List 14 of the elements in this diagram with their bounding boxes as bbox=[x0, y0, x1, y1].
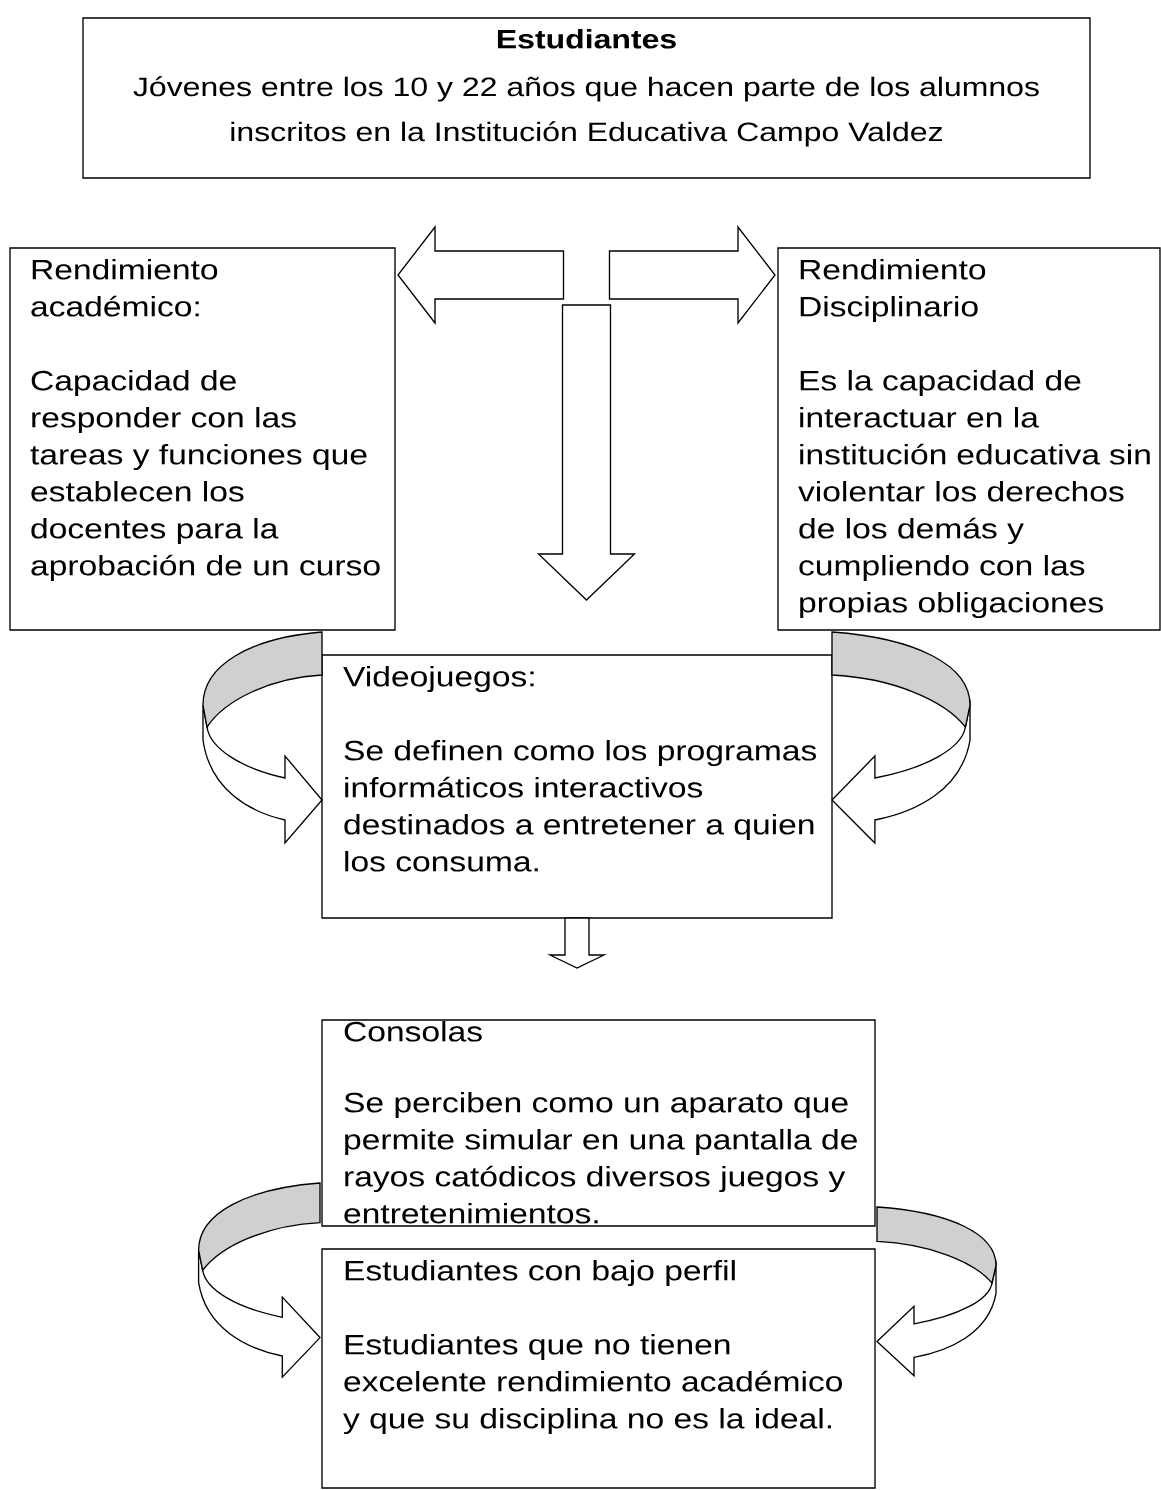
block-arrow bbox=[397, 225, 565, 325]
curved-arrow bbox=[197, 1182, 321, 1378]
curved-arrow bbox=[202, 631, 323, 844]
block-arrow bbox=[547, 917, 607, 969]
curved-arrow bbox=[831, 631, 971, 844]
text-box: Estudiantes con bajo perfil Estudiantes que no tienen excelente rendimiento académico y que su disciplina no es la ideal. bbox=[321, 1248, 876, 1489]
text-box: Estudiantes Jóvenes entre los 10 y 22 años que hacen parte de los alumnos inscritos en la Institución Educativa Campo Valdez bbox=[82, 17, 1091, 179]
text-box: Rendimiento Disciplinario Es la capacidad de interactuar en la institución educativa sin violentar los derechos de los demás y cumpliendo con las propias obligaciones bbox=[777, 247, 1161, 631]
block-arrow bbox=[536, 304, 637, 601]
block-arrow bbox=[608, 225, 776, 325]
text-box: Videojuegos: Se definen como los programas informáticos interactivos destinados a entretener a quien los consuma. bbox=[321, 654, 833, 919]
text-box: Consolas Se perciben como un aparato que permite simular en una pantalla de rayos catódicos diversos juegos y entretenimientos. bbox=[321, 1019, 876, 1227]
curved-arrow bbox=[876, 1206, 997, 1377]
text-box: Rendimiento académico: Capacidad de responder con las tareas y funciones que establecen los docentes para la aprobación de un curso bbox=[9, 247, 396, 631]
